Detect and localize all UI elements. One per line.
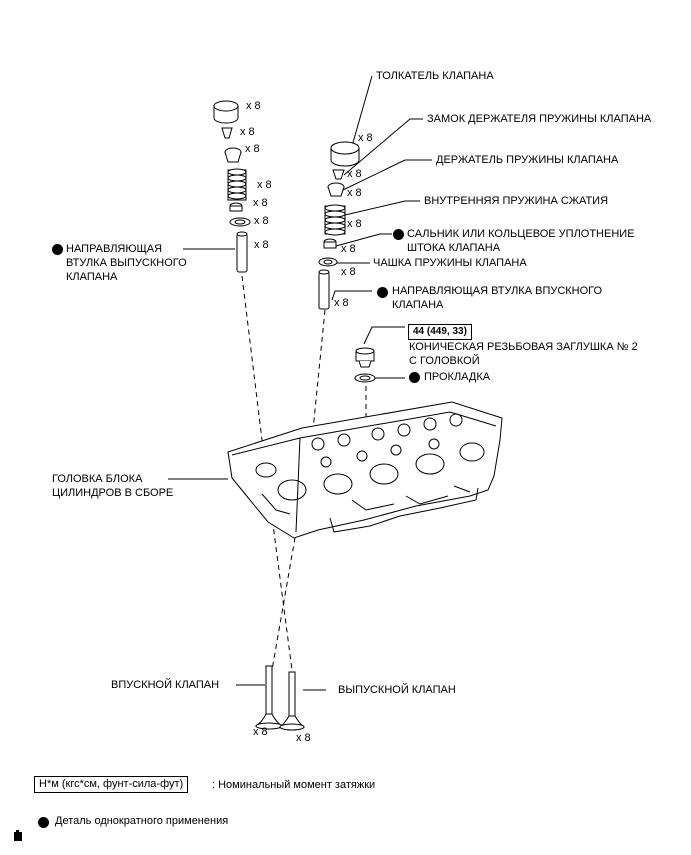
label-head-line1: ГОЛОВКА БЛОКА	[52, 473, 143, 485]
qty-intake-valve: x 8	[253, 726, 268, 738]
exhaust-axis-line	[241, 275, 263, 441]
qty-exhaust-spring: x 8	[257, 179, 272, 191]
legend-single-use-bullet	[38, 817, 49, 828]
label-plug-line2: С ГОЛОВКОЙ	[409, 355, 480, 367]
leader-lock	[343, 118, 423, 176]
leader-spring	[344, 200, 420, 216]
label-seal-line2: ШТОКА КЛАПАНА	[407, 242, 501, 254]
exhaust-spring-seat	[229, 217, 251, 227]
leader-plug	[363, 326, 405, 345]
legend-torque-unit: Н*м (кгс*см, фунт-сила-фут)	[34, 776, 189, 793]
label-exhaust-guide-line2: ВТУЛКА ВЫПУСКНОГО	[66, 257, 187, 269]
qty-exhaust-retainer: x 8	[245, 143, 260, 155]
qty-intake-retainer: x 8	[347, 187, 362, 199]
qty-intake-seal: x 8	[341, 243, 356, 255]
qty-exhaust-seal: x 8	[253, 197, 268, 209]
leader-tappet	[351, 75, 373, 147]
exhaust-retainer	[224, 147, 242, 163]
label-inner-spring: ВНУТРЕННЯЯ ПРУЖИНА СЖАТИЯ	[424, 195, 609, 207]
label-seal-line1: САЛЬНИК ИЛИ КОЛЬЦЕВОЕ УПЛОТНЕНИЕ	[407, 228, 635, 240]
qty-exhaust-tappet: x 8	[246, 100, 261, 112]
qty-exhaust-seat: x 8	[254, 215, 269, 227]
qty-intake-seat: x 8	[341, 266, 356, 278]
torque-value-box: 44 (449, 33)	[408, 324, 472, 340]
exhaust-tappet	[213, 100, 239, 124]
label-exhaust-valve: ВЫПУСКНОЙ КЛАПАН	[338, 684, 456, 696]
single-use-bullet-exhaust-guide	[52, 244, 63, 255]
single-use-bullet-seal	[393, 229, 404, 240]
exhaust-seal	[229, 202, 243, 212]
single-use-bullet-gasket	[409, 372, 420, 383]
label-gasket: ПРОКЛАДКА	[424, 371, 491, 383]
intake-guide	[318, 269, 330, 310]
plug-gasket	[354, 373, 376, 383]
qty-intake-lock: x 8	[347, 168, 362, 180]
qty-intake-guide: x 8	[334, 297, 349, 309]
label-retainer: ДЕРЖАТЕЛЬ ПРУЖИНЫ КЛАПАНА	[436, 154, 619, 166]
intake-retainer	[327, 182, 345, 197]
qty-exhaust-lock: x 8	[240, 126, 255, 138]
exhaust-lock	[221, 127, 233, 139]
intake-axis-line	[311, 309, 326, 441]
qty-exhaust-guide: x 8	[254, 239, 269, 251]
label-exhaust-guide-line1: НАПРАВЛЯЮЩАЯ	[66, 243, 163, 255]
tapered-plug	[355, 347, 375, 368]
label-spring-seat: ЧАШКА ПРУЖИНЫ КЛАПАНА	[373, 257, 527, 269]
label-intake-guide-line2: КЛАПАНА	[392, 299, 444, 311]
qty-intake-tappet: x 8	[358, 132, 373, 144]
intake-spring-seat	[318, 257, 338, 267]
exhaust-valve	[279, 671, 305, 731]
exhaust-guide	[236, 231, 248, 273]
label-intake-guide-line1: НАПРАВЛЯЮЩАЯ ВТУЛКА ВПУСКНОГО	[392, 285, 603, 297]
single-use-bullet-intake-guide	[377, 287, 388, 298]
label-plug-line1: КОНИЧЕСКАЯ РЕЗЬБОВАЯ ЗАГЛУШКА № 2	[409, 341, 638, 353]
leader-seal	[335, 233, 392, 247]
label-head-line2: ЦИЛИНДРОВ В СБОРЕ	[52, 487, 174, 499]
label-intake-valve: ВПУСКНОЙ КЛАПАН	[111, 679, 220, 691]
exhaust-spring	[227, 168, 247, 201]
intake-valve	[254, 665, 284, 730]
legend-torque-desc: : Номинальный момент затяжки	[212, 779, 376, 791]
intake-spring	[324, 204, 346, 236]
intake-tappet	[330, 141, 360, 167]
intake-seal	[323, 238, 337, 249]
qty-exhaust-valve: x 8	[296, 732, 311, 744]
label-exhaust-guide-line3: КЛАПАНА	[66, 271, 118, 283]
cylinder-head	[227, 401, 503, 539]
label-tappet: ТОЛКАТЕЛЬ КЛАПАНА	[376, 70, 494, 82]
label-lock: ЗАМОК ДЕРЖАТЕЛЯ ПРУЖИНЫ КЛАПАНА	[427, 113, 652, 125]
leader-intake-guide	[331, 290, 372, 301]
qty-intake-spring: x 8	[347, 218, 362, 230]
leader-retainer	[342, 159, 432, 191]
legend-single-use: Деталь однократного применения	[55, 815, 229, 827]
intake-lock	[332, 169, 345, 180]
document-icon	[14, 830, 22, 841]
